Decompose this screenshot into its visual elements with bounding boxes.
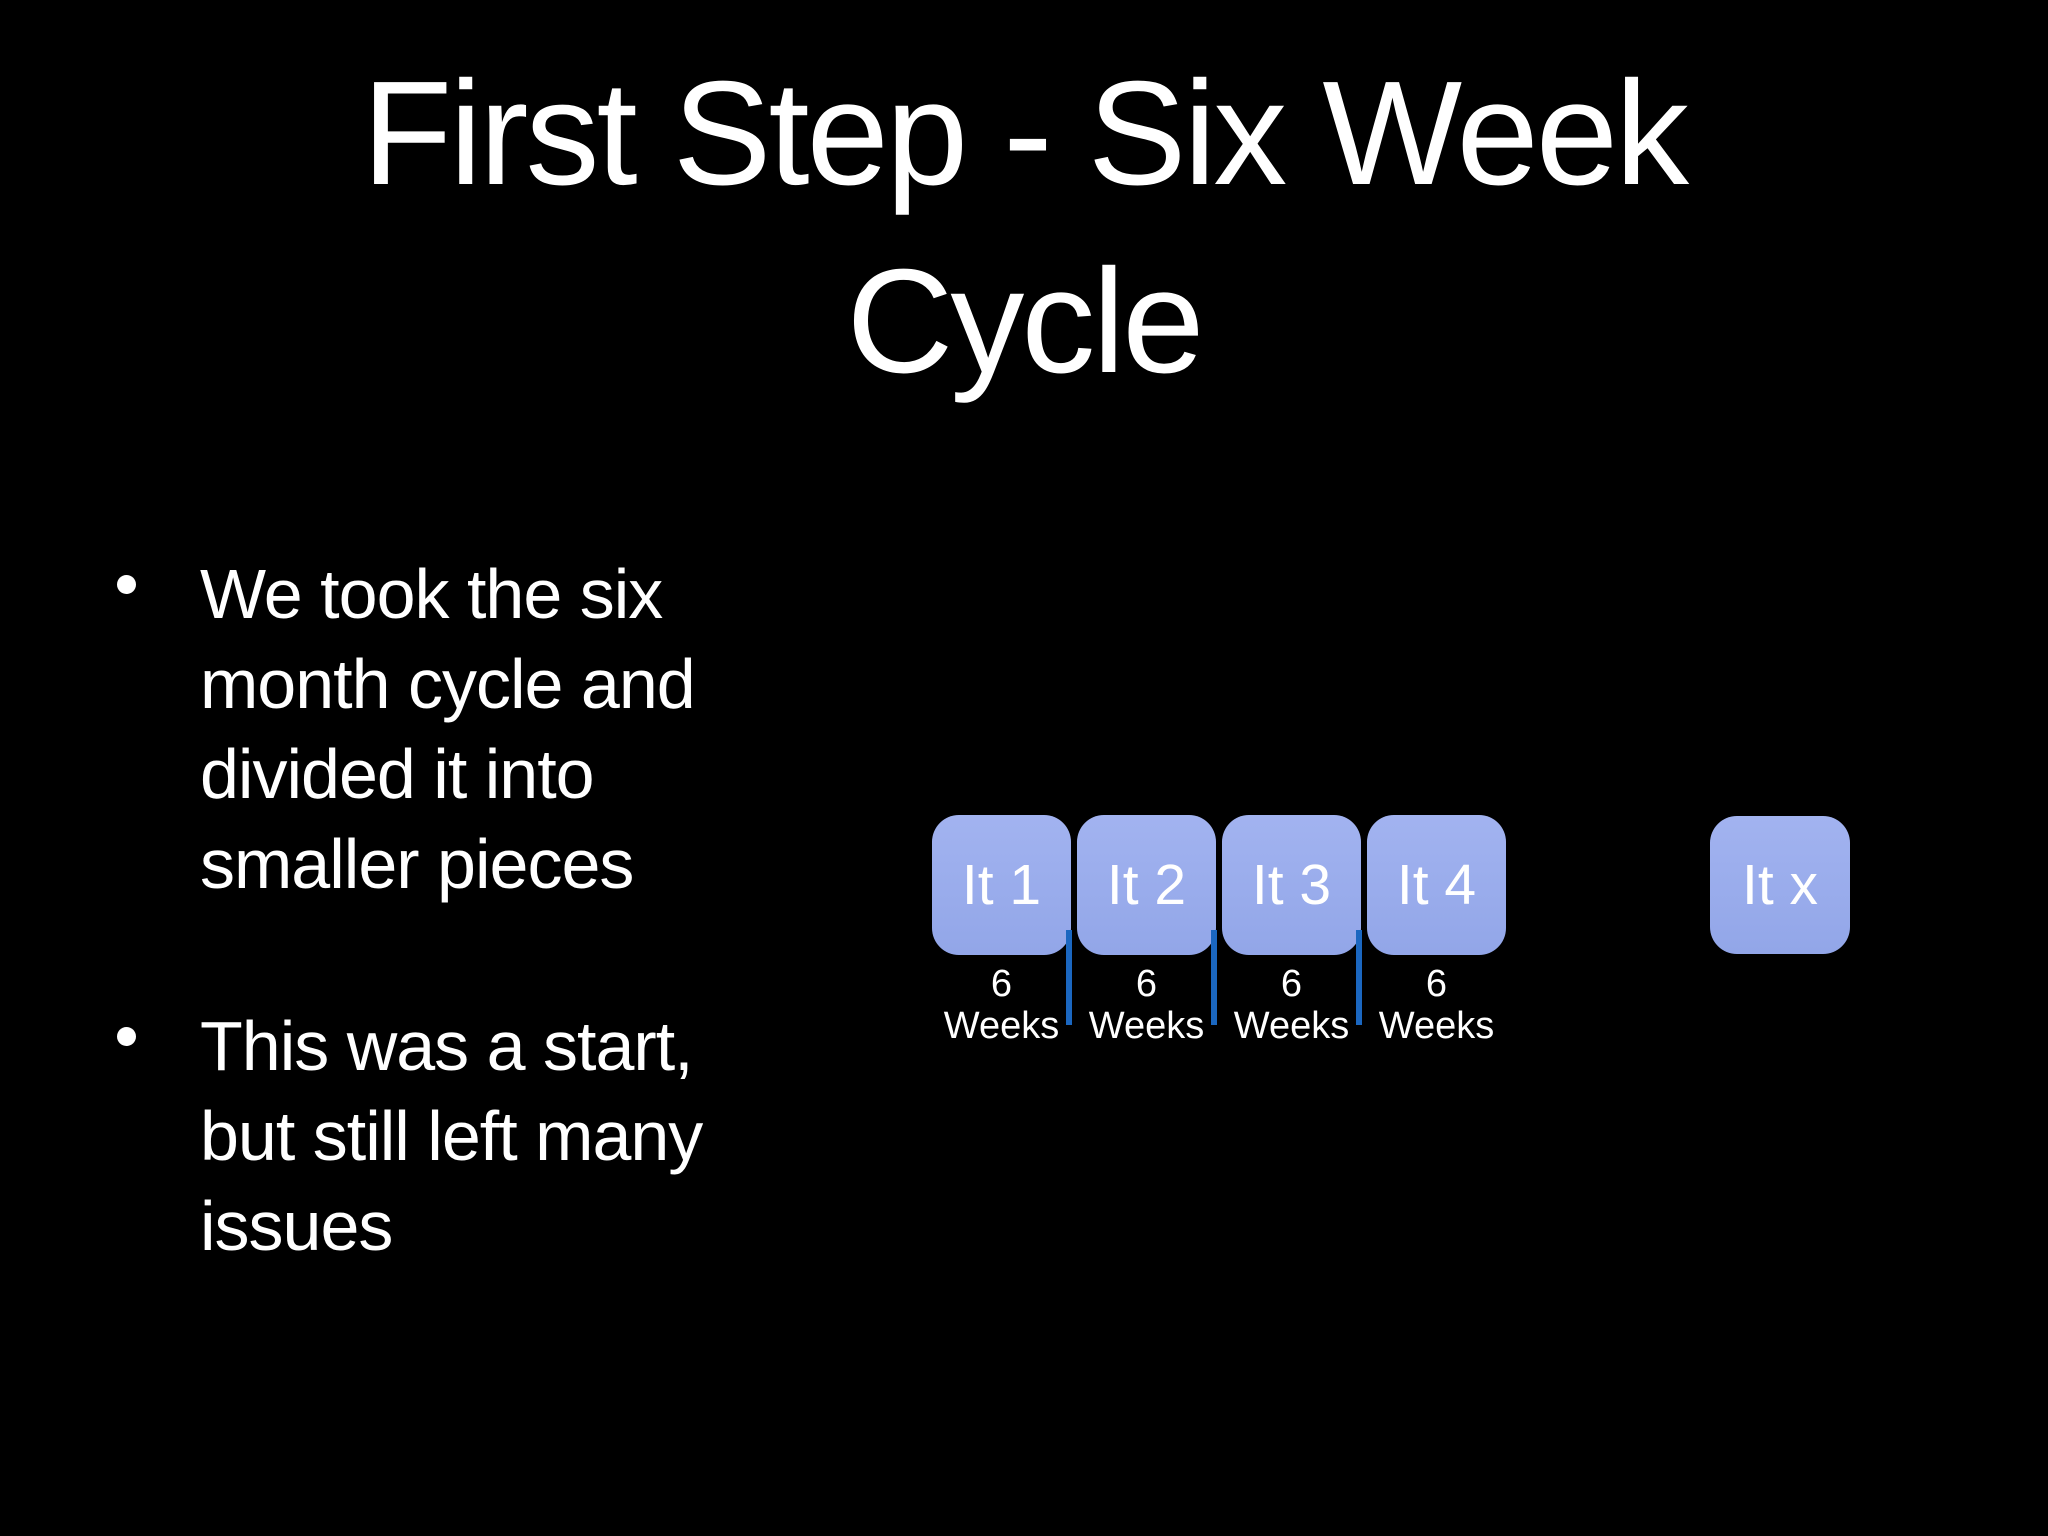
divider-line-2 — [1211, 930, 1217, 1025]
bullet-list: We took the six month cycle and divided … — [117, 549, 817, 1271]
duration-label-1: 6 Weeks — [929, 963, 1074, 1047]
iteration-box-2: It 2 — [1077, 815, 1216, 955]
bullet-2-line-2: but still left many — [200, 1097, 703, 1175]
iteration-box-3: It 3 — [1222, 815, 1361, 955]
iteration-box-x: It x — [1710, 816, 1850, 954]
bullet-2-line-3: issues — [200, 1187, 393, 1265]
duration-label-4-unit: Weeks — [1378, 1005, 1495, 1047]
slide-title: First Step - Six Week Cycle — [0, 40, 2048, 416]
bullet-1-line-1: We took the six — [200, 555, 663, 633]
iteration-box-4: It 4 — [1367, 815, 1506, 955]
bullet-1-line-3: divided it into — [200, 735, 595, 813]
duration-label-4: 6 Weeks — [1364, 963, 1509, 1047]
bullet-2-line-1: This was a start, — [200, 1007, 694, 1085]
duration-label-3-number: 6 — [1280, 963, 1303, 1005]
bullet-1-line-2: month cycle and — [200, 645, 696, 723]
duration-label-3: 6 Weeks — [1219, 963, 1364, 1047]
duration-label-1-number: 6 — [990, 963, 1013, 1005]
bullet-text-1: We took the six month cycle and divided … — [200, 549, 696, 909]
bullet-item-1: We took the six month cycle and divided … — [117, 549, 817, 909]
slide-title-line-2: Cycle — [846, 239, 1204, 404]
iteration-box-row: It 1 It 2 It 3 It 4 — [932, 815, 1506, 955]
duration-label-2-number: 6 — [1135, 963, 1158, 1005]
slide-title-line-1: First Step - Six Week — [361, 51, 1689, 216]
duration-label-3-unit: Weeks — [1233, 1005, 1350, 1047]
duration-label-1-unit: Weeks — [943, 1005, 1060, 1047]
duration-label-2-unit: Weeks — [1088, 1005, 1205, 1047]
duration-label-4-number: 6 — [1425, 963, 1448, 1005]
bullet-item-2: This was a start, but still left many is… — [117, 1001, 817, 1271]
divider-line-3 — [1356, 930, 1362, 1025]
iteration-box-1: It 1 — [932, 815, 1071, 955]
duration-label-2: 6 Weeks — [1074, 963, 1219, 1047]
bullet-1-line-4: smaller pieces — [200, 825, 634, 903]
divider-line-1 — [1066, 930, 1072, 1025]
bullet-text-2: This was a start, but still left many is… — [200, 1001, 703, 1271]
bullet-dot — [117, 575, 136, 594]
bullet-dot — [117, 1027, 136, 1046]
